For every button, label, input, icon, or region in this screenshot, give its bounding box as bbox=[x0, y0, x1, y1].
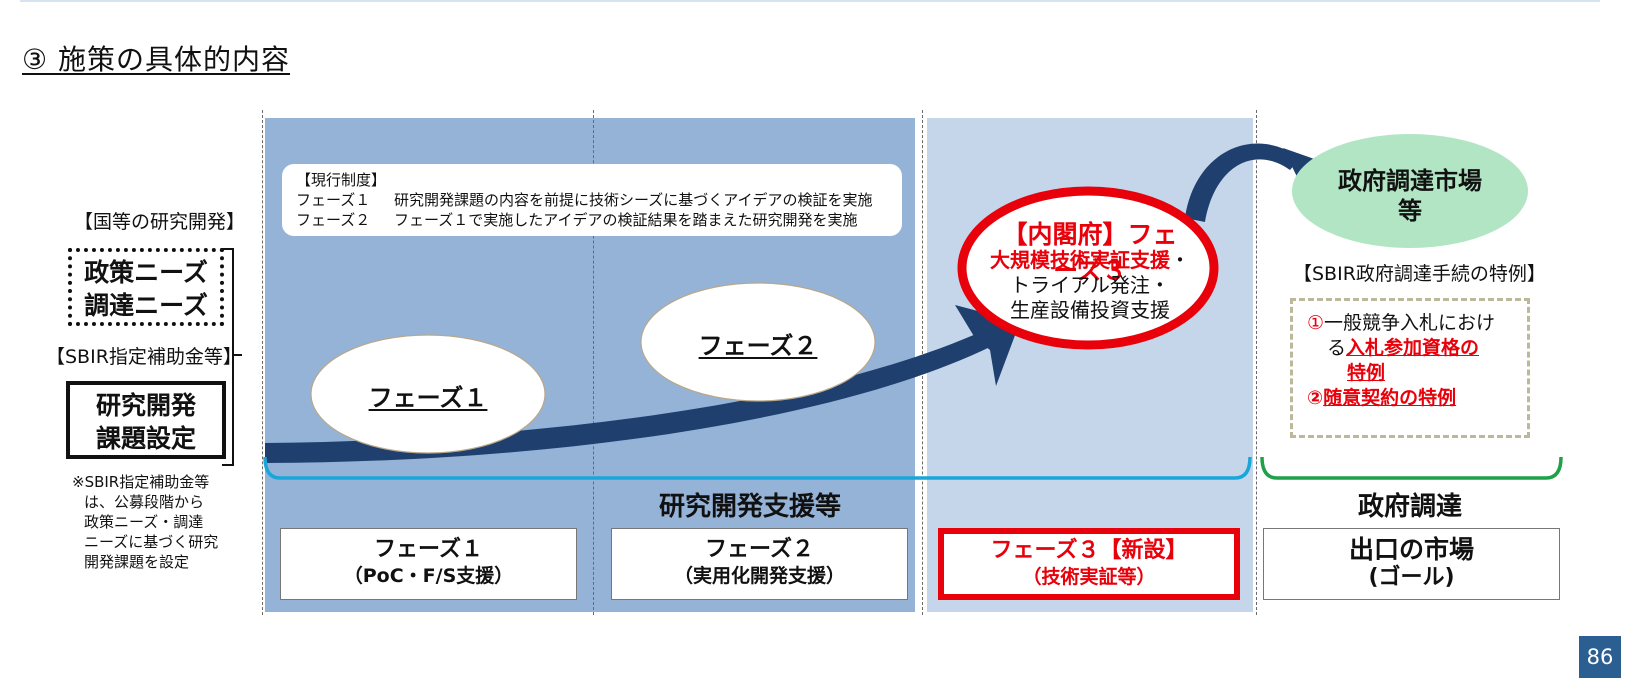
note-row-label: フェーズ１ bbox=[296, 191, 371, 209]
current-system-note: 【現行制度】 フェーズ１ 研究開発課題の内容を前提に技術シーズに基づくアイデアの… bbox=[282, 164, 902, 236]
goal-box-sub: (ゴール) bbox=[1368, 565, 1455, 590]
phase1-oval bbox=[310, 334, 546, 454]
rd-brace bbox=[263, 456, 1252, 480]
section-title: ③ 施策の具体的内容 bbox=[22, 43, 291, 76]
top-rule bbox=[20, 0, 1600, 2]
goal-box-title: 出口の市場 bbox=[1348, 535, 1474, 564]
left-bracket-tick bbox=[234, 354, 242, 356]
goal-box: 出口の市場 (ゴール) bbox=[1263, 528, 1560, 600]
phase2-box-sub: （実用化開発支援） bbox=[673, 565, 845, 587]
note-row: フェーズ２ フェーズ１で実施したアイデアの検証結果を踏まえた研究開発を実施 bbox=[296, 210, 888, 230]
note-heading: 【現行制度】 bbox=[296, 171, 387, 189]
needs-box: 政策ニーズ 調達ニーズ bbox=[68, 248, 224, 326]
phase3-line1-suffix: ・ bbox=[1170, 248, 1190, 272]
sbir-label: 【SBIR指定補助金等】 bbox=[46, 346, 242, 368]
phase1-box-sub: （PoC・F/S支援） bbox=[343, 565, 514, 587]
procurement-exception-label: 【SBIR政府調達手続の特例】 bbox=[1293, 263, 1546, 285]
goal-line: 政府調達市場 bbox=[1338, 167, 1482, 195]
goal-line: 等 bbox=[1398, 197, 1422, 225]
item1-number: ① bbox=[1307, 312, 1325, 334]
procurement-label: 政府調達 bbox=[1357, 492, 1462, 522]
phase1-box-title: フェーズ１ bbox=[374, 537, 483, 562]
phase3-line1: 大規模技術実証支援 bbox=[990, 248, 1170, 272]
item1-red-b: 特例 bbox=[1347, 362, 1386, 384]
phase3-box: フェーズ３【新設】 （技術実証等） bbox=[938, 528, 1240, 600]
divider-line bbox=[262, 110, 263, 615]
task-setting-box: 研究開発 課題設定 bbox=[66, 381, 226, 459]
task-line: 研究開発 bbox=[95, 391, 196, 420]
phase3-description: 大規模技術実証支援・ トライアル発注・ 生産設備投資支援 bbox=[972, 248, 1208, 323]
phase2-oval-label: フェーズ２ bbox=[698, 332, 818, 360]
footnote-line: は、公募段階から bbox=[84, 493, 205, 511]
footnote-line: ※SBIR指定補助金等 bbox=[72, 473, 210, 491]
item1-text-b: る bbox=[1327, 337, 1347, 359]
task-line: 課題設定 bbox=[95, 424, 196, 453]
left-bracket bbox=[222, 248, 234, 466]
phase3-title: 【内閣府】フェーズ３ bbox=[1002, 220, 1178, 285]
phase3-line2: トライアル発注・ bbox=[1010, 273, 1170, 297]
phase3-oval bbox=[957, 186, 1219, 350]
phase3-box-sub: （技術実証等） bbox=[1022, 566, 1156, 588]
needs-line: 調達ニーズ bbox=[84, 291, 208, 320]
phase2-box: フェーズ２ （実用化開発支援） bbox=[611, 528, 908, 600]
divider-line bbox=[1256, 110, 1257, 615]
phase2-oval bbox=[640, 282, 876, 402]
phase1-box: フェーズ１ （PoC・F/S支援） bbox=[280, 528, 577, 600]
item1-red: 入札参加資格の bbox=[1346, 337, 1480, 359]
note-row-label: フェーズ２ bbox=[296, 211, 371, 229]
note-row-text: フェーズ１で実施したアイデアの検証結果を踏まえた研究開発を実施 bbox=[394, 211, 858, 229]
note-row-text: 研究開発課題の内容を前提に技術シーズに基づくアイデアの検証を実施 bbox=[394, 191, 873, 209]
page-number-badge: 86 bbox=[1579, 636, 1621, 678]
footnote-line: ニーズに基づく研究 bbox=[84, 533, 219, 551]
phase2-box-title: フェーズ２ bbox=[705, 537, 814, 562]
national-rd-label: 【国等の研究開発】 bbox=[74, 211, 246, 233]
phase3-line3: 生産設備投資支援 bbox=[1010, 298, 1170, 322]
phase1-oval-label: フェーズ１ bbox=[368, 384, 488, 412]
item2-number: ② bbox=[1307, 387, 1324, 409]
note-row: フェーズ１ 研究開発課題の内容を前提に技術シーズに基づくアイデアの検証を実施 bbox=[296, 190, 888, 210]
goal-oval bbox=[1292, 134, 1528, 248]
rd-support-label: 研究開発支援等 bbox=[658, 492, 841, 522]
item1-text: 一般競争入札におけ bbox=[1324, 312, 1496, 334]
footnote-line: 政策ニーズ・調達 bbox=[84, 513, 204, 531]
exception-box: ①一般競争入札におけ る入札参加資格の 特例 ②随意契約の特例 bbox=[1290, 298, 1530, 438]
needs-line: 政策ニーズ bbox=[84, 258, 208, 287]
divider-line bbox=[593, 110, 594, 615]
growth-arrow bbox=[265, 330, 992, 463]
procurement-brace bbox=[1260, 456, 1563, 480]
goal-arrow bbox=[1185, 143, 1300, 222]
left-footnote: ※SBIR指定補助金等 は、公募段階から 政策ニーズ・調達 ニーズに基づく研究 … bbox=[72, 472, 218, 572]
goal-oval-label: 政府調達市場 等 bbox=[1295, 166, 1525, 226]
item2-red: 随意契約の特例 bbox=[1323, 387, 1457, 409]
footnote-line: 開発課題を設定 bbox=[84, 553, 190, 571]
phase3-box-title: フェーズ３【新設】 bbox=[990, 538, 1188, 563]
